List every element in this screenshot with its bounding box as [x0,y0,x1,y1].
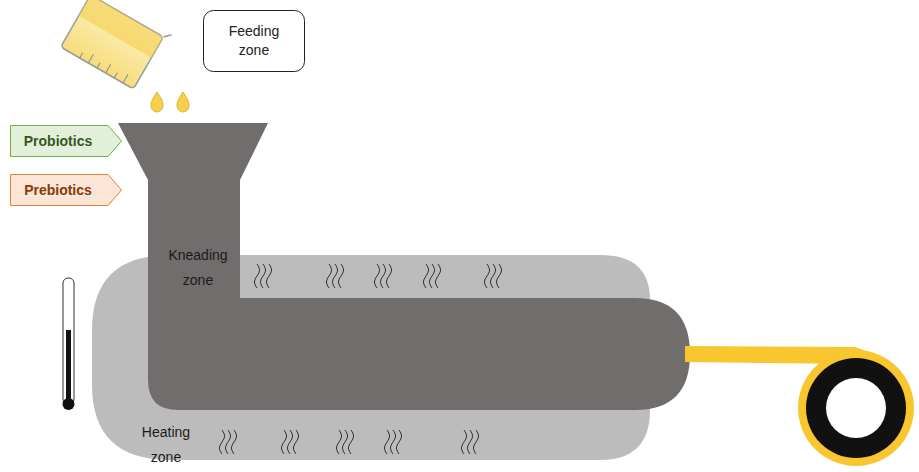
ingredient-tag: Prebiotics [10,174,122,206]
ingredient-tag: Probiotics [10,125,122,157]
zone-label: Kneading zone [158,243,238,293]
zone-box: Feeding zone [203,10,305,72]
node-label: Prebiotics [24,181,92,200]
node-label: Feeding zone [218,22,290,60]
beaker [61,0,172,92]
zone-label: Heating zone [128,420,204,470]
roll-core [806,358,906,458]
node-outline [203,10,305,72]
thermometer [63,278,75,410]
node-label: Probiotics [24,132,92,151]
screw-body [118,123,690,410]
heat-marks [220,264,502,454]
film-roll [798,350,914,466]
drop [177,92,189,112]
roll-hole [826,378,886,438]
drop [151,92,163,112]
